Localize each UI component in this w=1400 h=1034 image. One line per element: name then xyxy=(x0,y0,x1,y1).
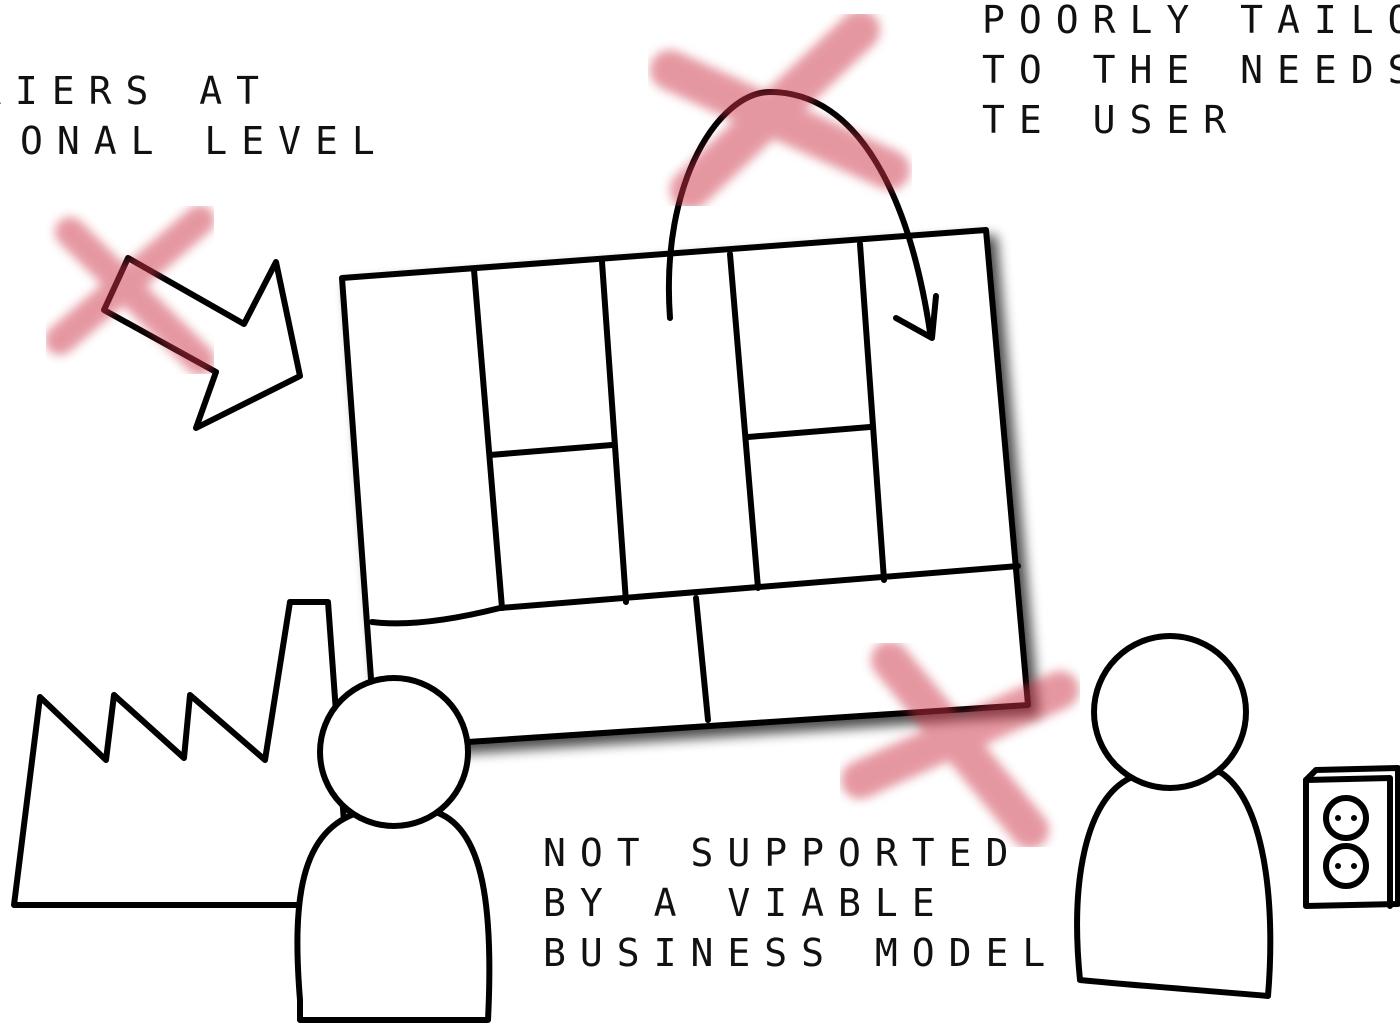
annotation-line: RIERS AT xyxy=(0,69,274,113)
cross-mark-icon xyxy=(650,10,910,210)
annotation-not-supported: NOT SUPPORTED BY A VIABLE BUSINESS MODEL xyxy=(543,828,1059,978)
power-outlet-icon xyxy=(1303,765,1400,909)
person-icon xyxy=(294,675,493,1023)
annotation-line: NOT SUPPORTED xyxy=(543,831,1023,875)
canvas-grid-lines xyxy=(369,241,1021,723)
annotation-line: ONAL LEVEL xyxy=(20,119,389,163)
annotation-poorly-tailored: POORLY TAILOR TO THE NEEDS TE USER xyxy=(982,0,1400,145)
cross-mark-icon xyxy=(45,205,215,375)
annotation-line: TE USER xyxy=(982,98,1241,142)
annotation-line: POORLY TAILOR xyxy=(982,0,1400,42)
cross-mark-icon xyxy=(841,641,1079,849)
annotation-line: BUSINESS MODEL xyxy=(543,931,1060,975)
annotation-line: BY A VIABLE xyxy=(543,881,949,925)
annotation-line: TO THE NEEDS xyxy=(982,48,1400,92)
annotation-barriers: RIERS AT ONAL LEVEL xyxy=(0,66,389,166)
factory-icon xyxy=(11,599,353,908)
person-icon xyxy=(1074,633,1274,999)
